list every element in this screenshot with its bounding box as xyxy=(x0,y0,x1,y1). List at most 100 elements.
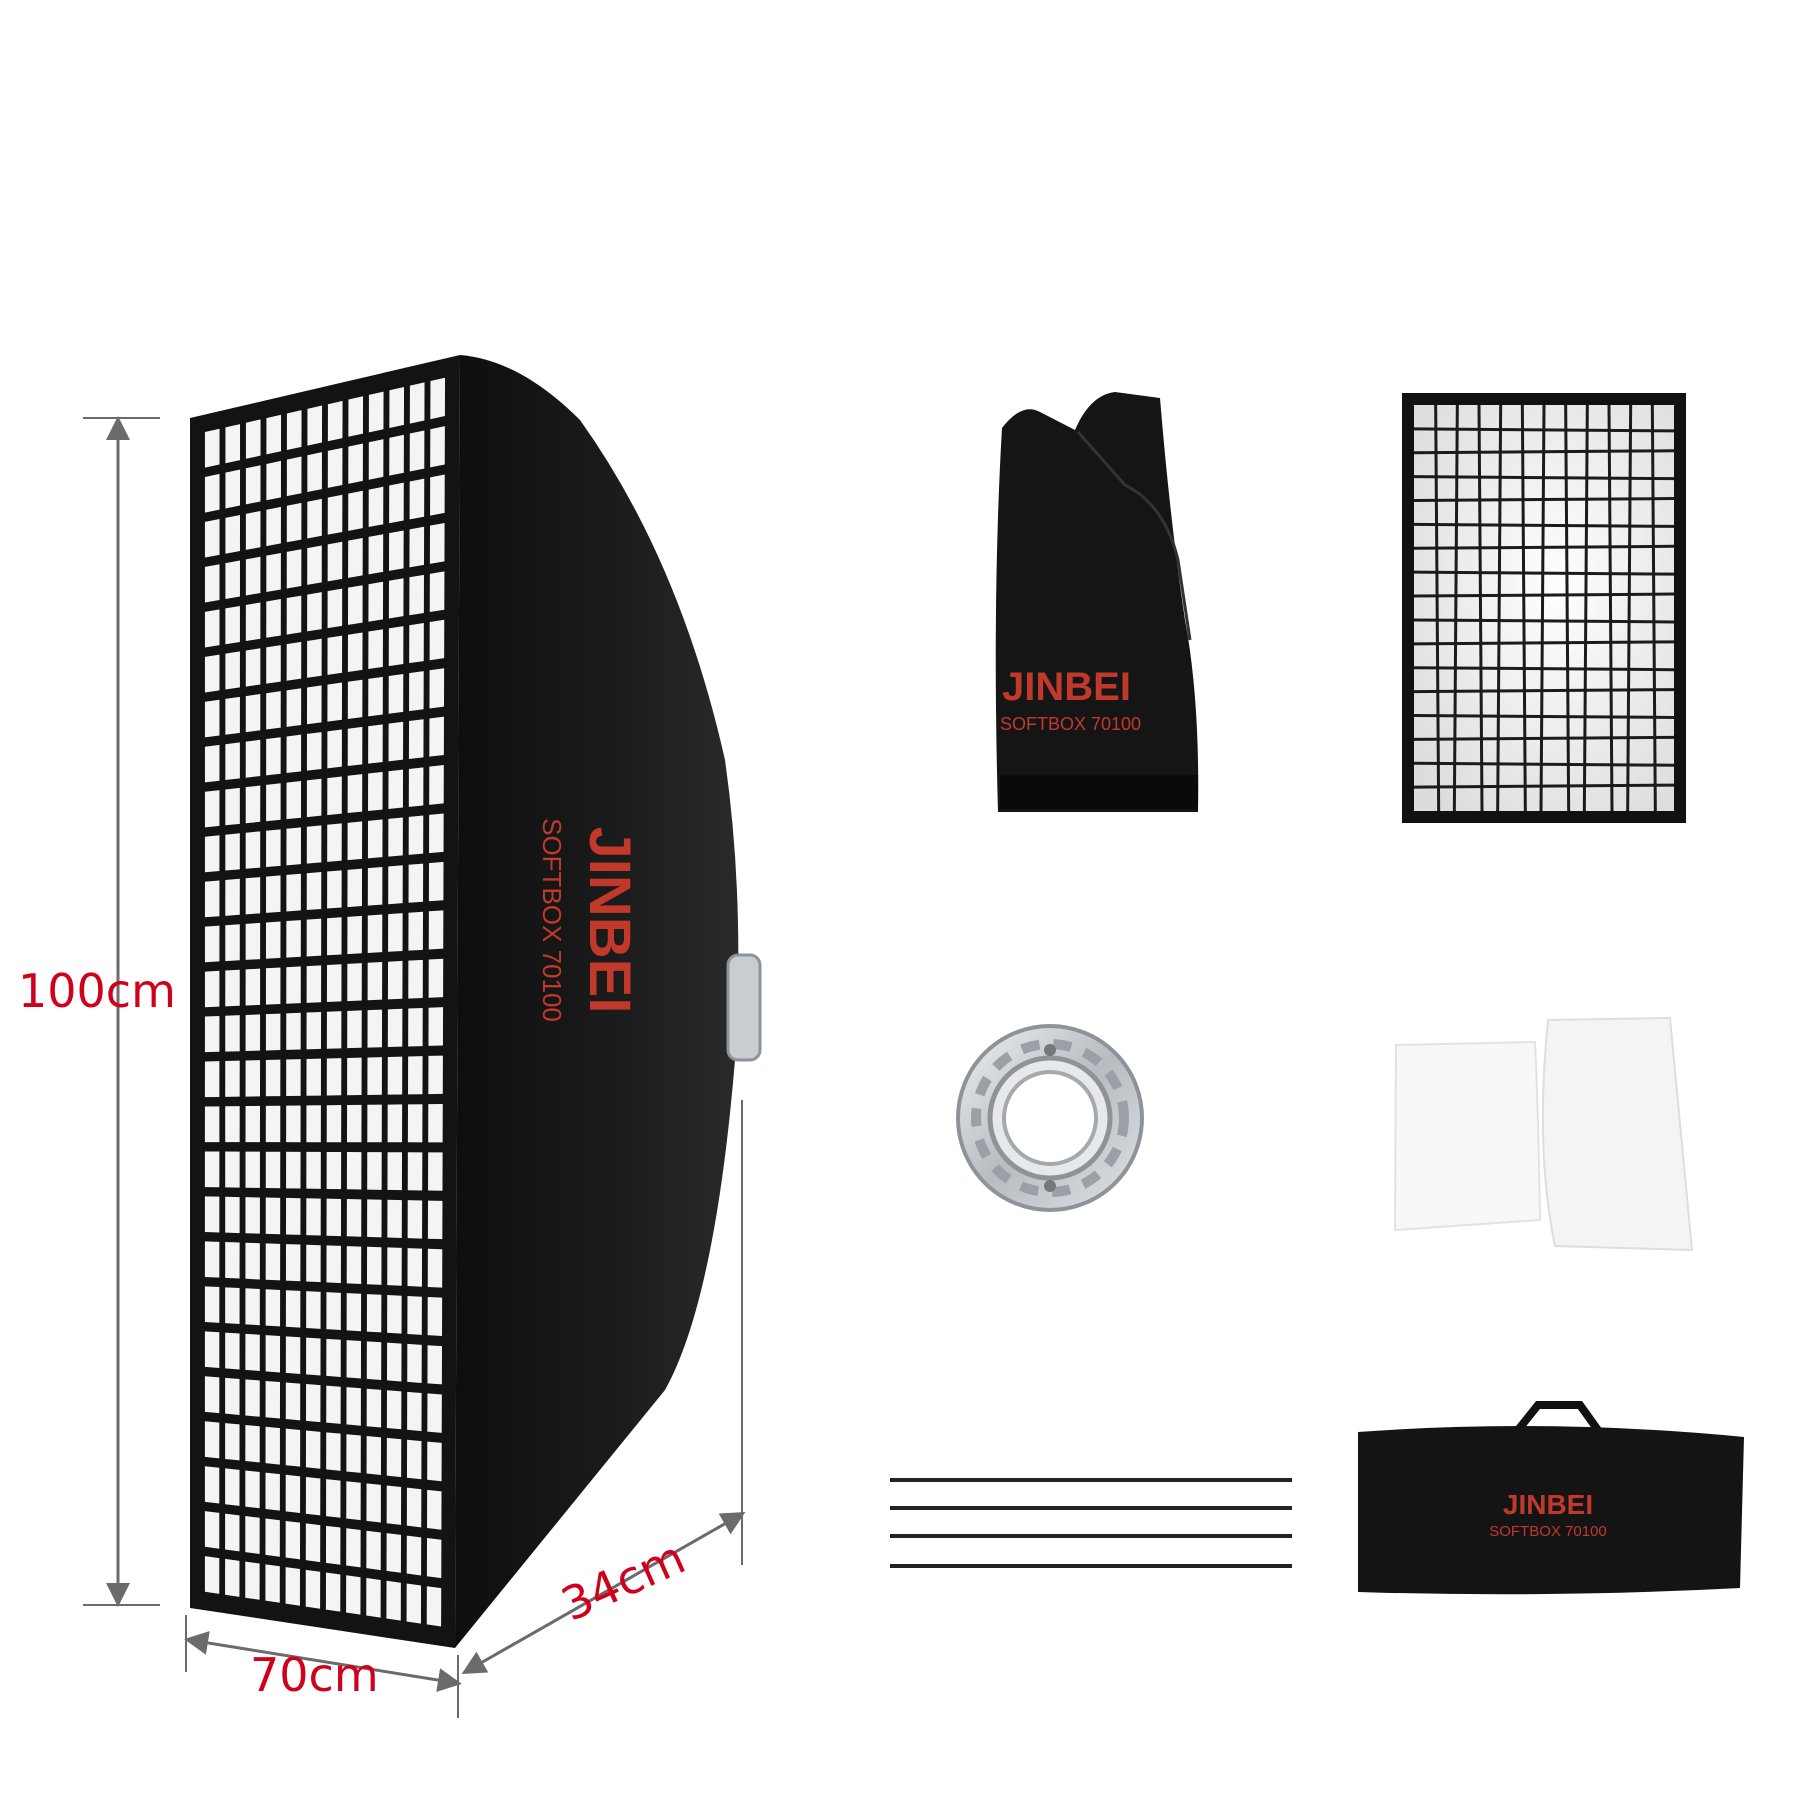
grid-cell xyxy=(409,478,425,520)
carry-bag-brand-text: JINBEI xyxy=(1503,1489,1593,1520)
grid-cell xyxy=(326,1151,342,1190)
grid-cell xyxy=(326,1198,342,1237)
grid-panel-line xyxy=(1413,783,1675,789)
grid-cell xyxy=(245,1561,260,1600)
grid-cell xyxy=(204,790,220,828)
grid-cell xyxy=(429,619,445,661)
grid-cell xyxy=(306,1291,321,1329)
grid-cell xyxy=(307,545,322,585)
grid-cell xyxy=(388,913,403,952)
grid-cell xyxy=(428,910,444,950)
grid-cell xyxy=(225,1196,240,1234)
grid-cell xyxy=(346,1575,361,1615)
grid-cell xyxy=(389,434,404,476)
grid-cell xyxy=(306,965,322,1003)
diffuser-cloth-right xyxy=(1541,1016,1694,1252)
grid-cell xyxy=(326,1479,341,1518)
grid-cell xyxy=(265,1013,281,1051)
grid-cell xyxy=(265,1380,281,1419)
grid-panel-line xyxy=(1413,688,1675,694)
grid-cell xyxy=(245,1288,260,1326)
grid-cell xyxy=(409,382,425,424)
grid-cell xyxy=(265,1151,281,1189)
grid-cell xyxy=(245,1060,261,1097)
grid-cell xyxy=(286,1012,301,1050)
grid-cell xyxy=(204,1376,220,1414)
grid-panel-line xyxy=(1413,475,1675,481)
grid-cell xyxy=(306,872,322,911)
grid-cell xyxy=(225,560,240,599)
grid-cell xyxy=(286,641,302,681)
grid-cell xyxy=(245,648,261,687)
grid-cell xyxy=(225,924,240,962)
grid-cell xyxy=(245,1470,260,1509)
grid-cell xyxy=(386,1390,402,1430)
grid-cell xyxy=(285,1336,301,1374)
grid-panel-line xyxy=(1650,404,1657,812)
grid-cell xyxy=(407,1104,423,1143)
grid-cell xyxy=(388,769,404,809)
grid-cell xyxy=(429,571,445,613)
grid-cell xyxy=(225,605,240,645)
folded-cover-fold xyxy=(1076,431,1192,641)
grid-cell xyxy=(407,1296,422,1335)
softbox-model-text: SOFTBOX 70100 xyxy=(537,818,567,1022)
grid-panel-line xyxy=(1413,544,1675,550)
grid-cell xyxy=(366,1436,382,1476)
grid-cell xyxy=(408,1007,423,1047)
grid-cell xyxy=(306,1011,322,1050)
grid-cell xyxy=(407,1343,422,1383)
grid-cell xyxy=(265,1243,281,1281)
grid-cell xyxy=(347,915,362,955)
grid-cell xyxy=(245,1014,261,1052)
softbox-main: JINBEI SOFTBOX 70100 xyxy=(190,355,762,1648)
grid-cell xyxy=(265,1426,280,1465)
grid-cell xyxy=(204,1061,220,1098)
grid-cell xyxy=(285,1244,301,1282)
grid-cell xyxy=(245,922,261,960)
grid-cell xyxy=(428,861,444,902)
grid-cell xyxy=(286,780,302,820)
grid-cell xyxy=(225,1060,240,1097)
grid-cell xyxy=(307,452,322,493)
grid-cell xyxy=(225,1558,240,1597)
grid-cell xyxy=(225,969,240,1007)
grid-cell xyxy=(245,510,261,550)
grid-cell xyxy=(306,732,322,771)
grid-cell xyxy=(225,878,240,916)
grid-cell xyxy=(427,1296,443,1337)
grid-cell xyxy=(306,825,322,864)
grid-panel-line xyxy=(1413,497,1675,503)
grid-cell xyxy=(427,1200,443,1240)
speedring-notch-ring xyxy=(971,1039,1129,1197)
grid-panel-line xyxy=(1452,404,1459,812)
grid-cell xyxy=(409,671,424,712)
grid-cell xyxy=(386,1533,402,1573)
grid-cell xyxy=(204,654,220,693)
grid-cell xyxy=(346,1293,362,1332)
grid-cell xyxy=(408,767,424,807)
grid-cell xyxy=(389,482,404,524)
grid-cell xyxy=(326,1385,341,1424)
grid-cell xyxy=(427,1441,442,1482)
grid-cell xyxy=(326,1338,341,1377)
grid-cell xyxy=(204,925,220,963)
grid-cell xyxy=(346,1387,361,1426)
grid-cell xyxy=(327,917,342,956)
grid-cell xyxy=(429,813,444,854)
grid-cell xyxy=(245,877,261,915)
grid-cell xyxy=(327,635,343,675)
grid-cell xyxy=(346,1528,361,1568)
grid-cell xyxy=(204,1421,220,1459)
grid-cell xyxy=(388,626,404,667)
grid-cell xyxy=(366,1388,382,1428)
grid-cell xyxy=(204,1331,220,1368)
grid-cell xyxy=(204,1015,220,1053)
grid-cell xyxy=(347,963,362,1002)
grid-cell xyxy=(204,699,220,738)
grid-cell xyxy=(347,868,363,908)
grid-cell xyxy=(387,1056,403,1095)
width-arrow xyxy=(184,1631,462,1692)
grid-cell xyxy=(326,1245,341,1284)
grid-cell xyxy=(204,428,220,468)
